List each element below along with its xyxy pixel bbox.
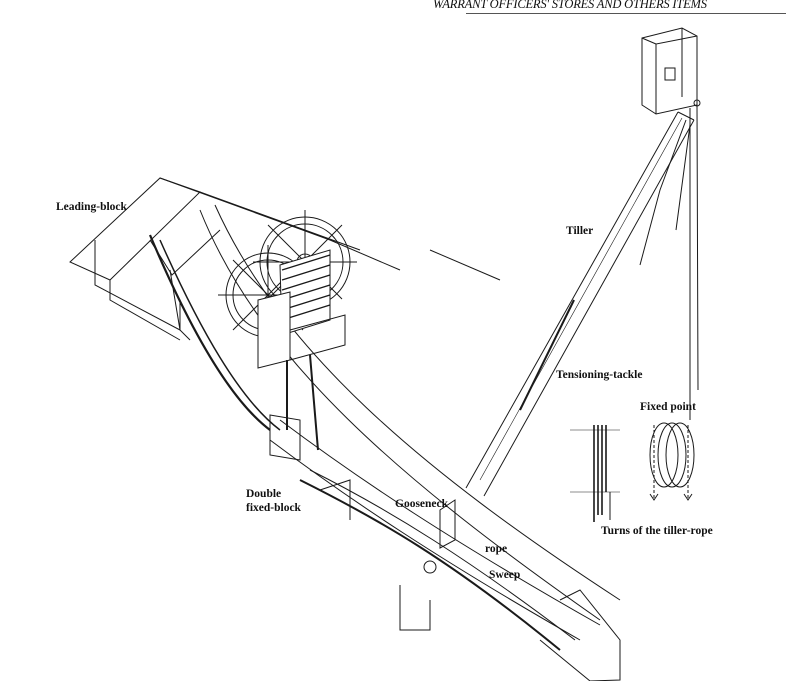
leading-block-frame	[69, 177, 401, 431]
header-rule	[466, 13, 786, 14]
tiller-beam	[465, 111, 695, 497]
label-double: Double	[246, 488, 282, 500]
tiller-rope-coil-detail	[570, 422, 695, 522]
label-gooseneck: Gooseneck	[395, 498, 449, 510]
rudder-head-post	[641, 27, 701, 420]
label-tiller: Tiller	[566, 225, 594, 237]
page-header: WARRANT OFFICERS' STORES AND OTHERS ITEM…	[433, 0, 707, 11]
label-leading-block: Leading-block	[56, 201, 127, 213]
barrel-and-stand	[257, 249, 346, 451]
label-fixed-block: fixed-block	[246, 502, 301, 514]
label-sweep: Sweep	[489, 569, 521, 581]
label-turns-of-tiller-rope: Turns of the tiller-rope	[601, 525, 713, 537]
label-fixed-point: Fixed point	[640, 401, 696, 413]
sweep-beam	[169, 204, 621, 651]
label-tensioning-tackle: Tensioning-tackle	[556, 369, 643, 381]
frame-timbers	[269, 414, 621, 681]
label-rope: rope	[485, 543, 508, 555]
